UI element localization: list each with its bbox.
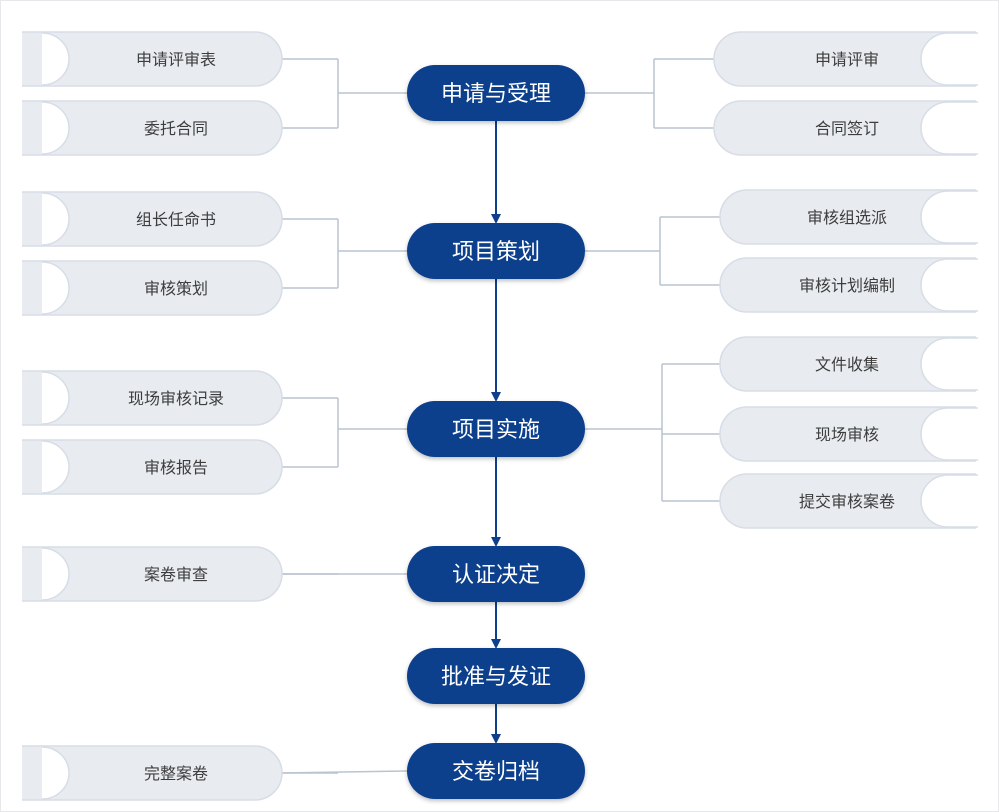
leaf-cap-mask (978, 189, 999, 245)
leaf-cap-mask (0, 370, 22, 426)
right-leaf: 审核组选派 (719, 189, 999, 245)
leaf-cap (41, 440, 70, 494)
leaf-shape (22, 260, 283, 316)
leaf-shape (22, 439, 283, 495)
leaf-shape (713, 100, 976, 156)
leaf-label: 委托合同 (144, 119, 208, 138)
leaf-shape (719, 257, 976, 313)
leaf-shape (719, 406, 976, 462)
leaf-label: 完整案卷 (144, 764, 208, 783)
connector-line (281, 770, 408, 774)
leaf-label: 申请评审 (815, 50, 879, 69)
leaf-label: 文件收集 (815, 355, 879, 374)
step-label: 项目策划 (452, 240, 540, 265)
leaf-shape (22, 31, 283, 87)
leaf-cap-mask (0, 100, 22, 156)
leaf-cap-mask (978, 473, 999, 529)
step-label: 交卷归档 (452, 760, 540, 785)
right-leaf: 文件收集 (719, 336, 999, 392)
left-leaf: 审核报告 (0, 439, 283, 495)
leaf-cap-mask (0, 546, 22, 602)
leaf-shape (719, 473, 976, 529)
leaf-label: 组长任命书 (136, 210, 216, 229)
left-leaf: 委托合同 (0, 100, 283, 156)
step-shape (407, 648, 585, 704)
step-label: 认证决定 (452, 563, 540, 588)
process-step: 项目实施 (407, 401, 585, 457)
leaf-layer: 申请评审表委托合同申请评审合同签订组长任命书审核策划审核组选派审核计划编制现场审… (0, 31, 999, 801)
leaf-cap (41, 746, 70, 800)
leaf-cap (41, 192, 70, 246)
leaf-label: 案卷审查 (144, 565, 208, 584)
leaf-label: 审核组选派 (807, 208, 887, 227)
leaf-cap-mask (978, 336, 999, 392)
step-shape (407, 223, 585, 279)
leaf-label: 审核报告 (144, 458, 208, 477)
right-leaf: 现场审核 (719, 406, 999, 462)
leaf-label: 申请评审表 (136, 50, 216, 69)
leaf-label: 合同签订 (815, 119, 879, 138)
process-step: 认证决定 (407, 546, 585, 602)
step-label: 项目实施 (452, 418, 540, 443)
leaf-cap (41, 32, 70, 86)
connector-layer (281, 58, 720, 774)
leaf-cap-mask (0, 31, 22, 87)
process-step: 项目策划 (407, 223, 585, 279)
process-step: 申请与受理 (407, 65, 585, 121)
leaf-shape (22, 546, 283, 602)
leaf-label: 现场审核 (815, 425, 879, 444)
leaf-cap-mask (978, 31, 999, 87)
leaf-cap (41, 101, 70, 155)
right-leaf: 合同签订 (713, 100, 999, 156)
leaf-cap-mask (978, 406, 999, 462)
step-shape (407, 546, 585, 602)
leaf-shape (22, 370, 283, 426)
step-label: 批准与发证 (441, 665, 551, 690)
left-leaf: 组长任命书 (0, 191, 283, 247)
leaf-label: 现场审核记录 (128, 389, 224, 408)
leaf-shape (719, 189, 976, 245)
leaf-shape (713, 31, 976, 87)
step-label: 申请与受理 (441, 82, 551, 107)
leaf-label: 提交审核案卷 (799, 492, 895, 511)
leaf-cap (41, 371, 70, 425)
leaf-shape (22, 100, 283, 156)
process-step: 批准与发证 (407, 648, 585, 704)
right-leaf: 提交审核案卷 (719, 473, 999, 529)
leaf-cap-mask (0, 191, 22, 247)
step-shape (407, 401, 585, 457)
leaf-cap-mask (978, 257, 999, 313)
right-leaf: 审核计划编制 (719, 257, 999, 313)
left-leaf: 申请评审表 (0, 31, 283, 87)
left-leaf: 完整案卷 (0, 745, 283, 801)
leaf-label: 审核策划 (144, 279, 208, 298)
leaf-shape (719, 336, 976, 392)
leaf-cap-mask (0, 439, 22, 495)
left-leaf: 现场审核记录 (0, 370, 283, 426)
right-leaf: 申请评审 (713, 31, 999, 87)
leaf-cap-mask (978, 100, 999, 156)
leaf-cap-mask (0, 745, 22, 801)
leaf-cap (41, 547, 70, 601)
leaf-shape (22, 745, 283, 801)
left-leaf: 案卷审查 (0, 546, 283, 602)
leaf-cap-mask (0, 260, 22, 316)
leaf-cap (41, 261, 70, 315)
step-shape (407, 743, 585, 799)
step-shape (407, 65, 585, 121)
leaf-shape (22, 191, 283, 247)
leaf-label: 审核计划编制 (799, 276, 895, 295)
process-step: 交卷归档 (407, 743, 585, 799)
left-leaf: 审核策划 (0, 260, 283, 316)
